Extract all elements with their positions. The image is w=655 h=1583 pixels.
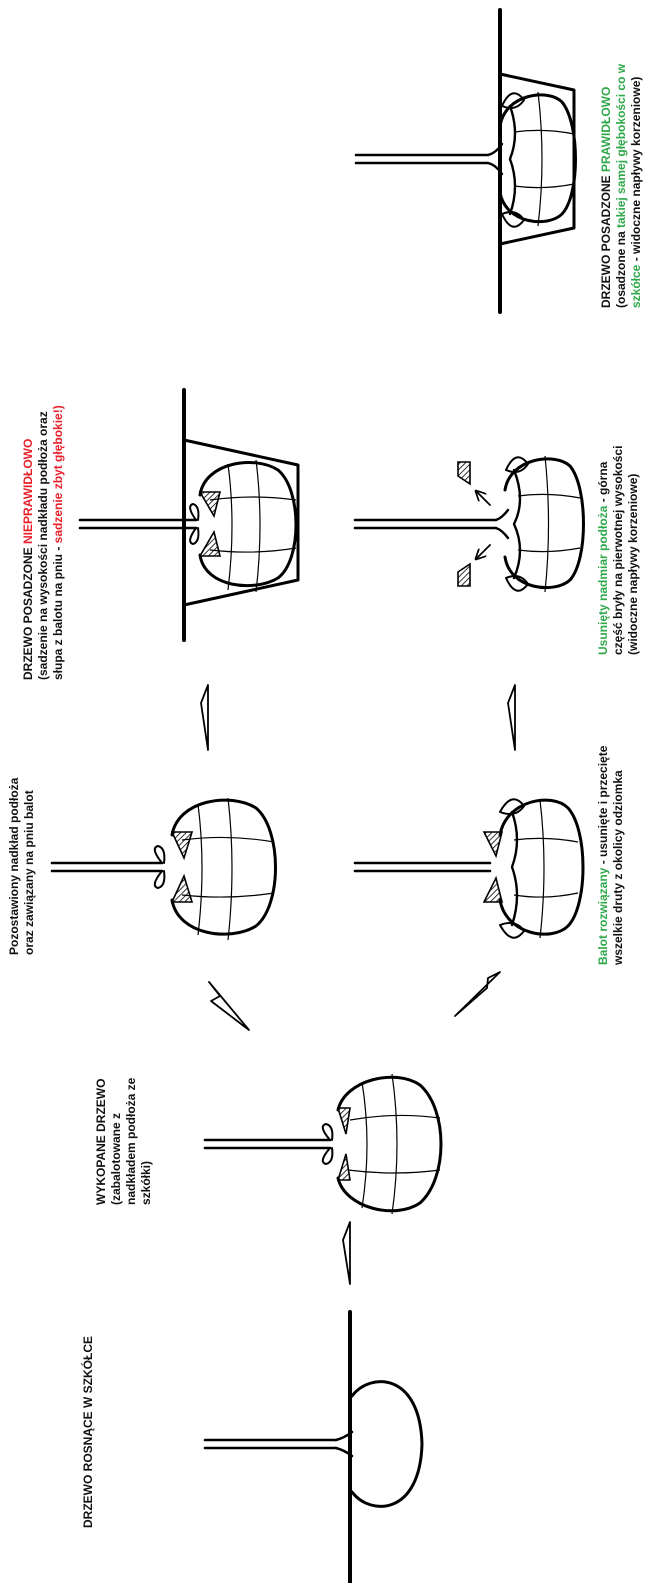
root-ball — [350, 1380, 424, 1508]
stage-6-label: Usunięty nadmiar podłoża - górna część b… — [596, 442, 640, 655]
stage-3-label: Pozostawiony nadkład podłoża oraz zawiąz… — [7, 774, 36, 955]
burlap-flap — [501, 92, 525, 109]
burlap-open-edge — [512, 468, 522, 580]
stage-1-nursery-tree — [203, 1310, 424, 1583]
trunk — [354, 142, 504, 176]
root-ball — [170, 798, 277, 936]
burlap-mesh — [181, 797, 275, 941]
soil-overlay — [170, 873, 194, 903]
stage-7-label: DRZEWO POSADZONE PRAWIDŁOWO (osadzone na… — [599, 61, 643, 308]
trunk — [353, 508, 510, 540]
removal-arrow — [476, 544, 491, 559]
trunk — [78, 518, 198, 530]
stage-5-label: Balot rozwiązany - usunięte i przecięte … — [596, 742, 625, 966]
trunk — [203, 1138, 332, 1150]
root-ball — [336, 1075, 443, 1213]
arrow-3 — [200, 684, 209, 751]
burlap-tie — [189, 503, 200, 545]
trunk — [203, 1430, 354, 1458]
stage-6-excess-removed — [353, 455, 585, 593]
soil-overlay — [336, 1153, 351, 1181]
soil-overlay — [170, 831, 194, 861]
stage-2-dug-tree — [203, 1073, 443, 1215]
burlap-open-edge — [510, 810, 519, 927]
root-ball — [503, 457, 585, 589]
burlap-mesh — [209, 459, 297, 593]
trunk — [353, 861, 492, 873]
arrow-4 — [507, 684, 516, 751]
burlap-flap — [499, 922, 525, 939]
removed-soil-piece — [457, 461, 471, 486]
soil-overlay — [482, 831, 504, 859]
soil-overlay — [336, 1107, 351, 1135]
arrow-2b — [454, 971, 501, 1017]
burlap-mesh — [513, 799, 579, 939]
burlap-tie — [153, 845, 166, 889]
stage-4-planted-incorrectly — [78, 388, 300, 642]
removed-soil-piece — [457, 562, 471, 587]
soil-overlay — [482, 875, 504, 903]
stage-1-label: DRZEWO ROSNĄCE W SZKÓŁCE — [80, 1336, 95, 1528]
burlap-tie — [321, 1123, 334, 1165]
burlap-open-edge — [508, 104, 517, 216]
burlap-mesh — [513, 91, 575, 227]
planting-hole — [182, 438, 300, 607]
burlap-flap — [505, 456, 529, 473]
root-ball — [498, 798, 585, 936]
soil-overlay — [198, 491, 222, 519]
burlap-flap — [499, 798, 525, 815]
root-ball — [498, 93, 577, 224]
arrow-2a — [208, 981, 250, 1031]
burlap-mesh — [347, 1073, 441, 1215]
trunk — [50, 861, 164, 873]
burlap-flap — [501, 211, 525, 228]
arrow-1 — [342, 1221, 351, 1285]
stage-2-label: WYKOPANE DRZEWO (zabalotowane z nadkłade… — [94, 1074, 153, 1205]
stage-5-burlap-untied — [353, 798, 585, 939]
burlap-flap — [505, 575, 529, 592]
removal-arrow — [476, 491, 491, 506]
root-ball — [198, 461, 298, 588]
burlap-mesh — [517, 455, 581, 593]
stage-4-label: DRZEWO POSADZONE NIEPRAWIDŁOWO (sadzenie… — [21, 405, 65, 680]
soil-overlay — [198, 529, 222, 557]
stage-3-balled-tree — [50, 797, 277, 941]
stage-7-planted-correctly — [354, 8, 577, 314]
